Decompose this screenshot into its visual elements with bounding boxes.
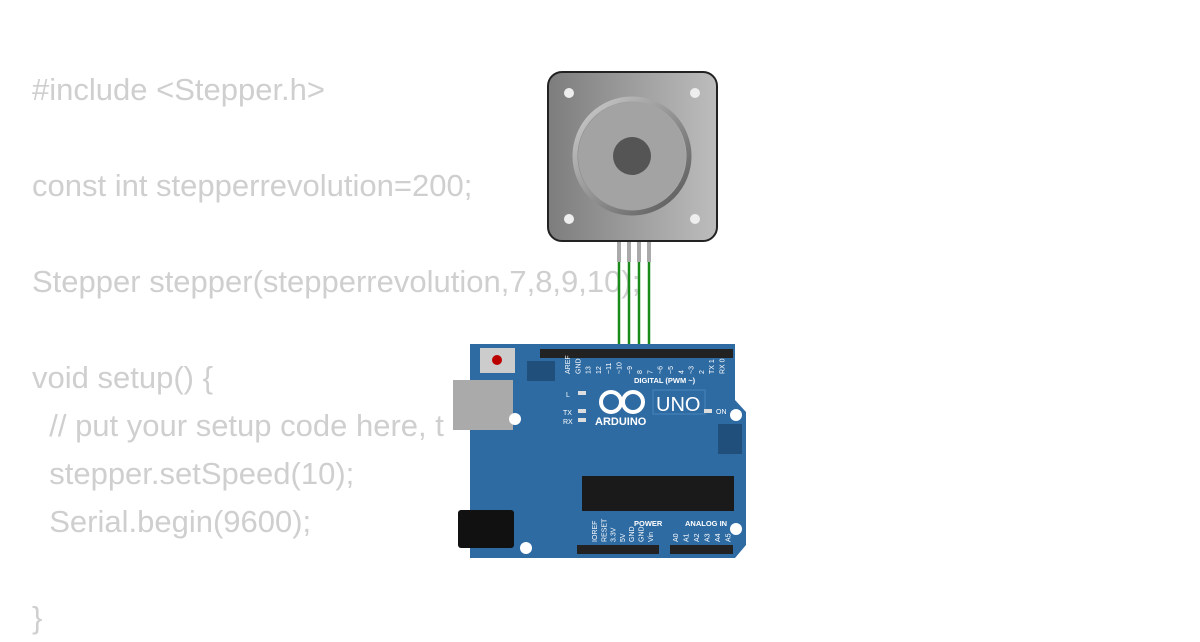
pin-label: IOREF: [592, 521, 599, 542]
board-model: UNO: [656, 394, 700, 416]
pin-label: 12: [596, 366, 603, 374]
pin-label: GND: [629, 526, 636, 542]
pin-label: A5: [726, 533, 733, 542]
board-brand: ARDUINO: [595, 416, 647, 428]
pin-label: Vin: [648, 532, 655, 542]
analog-header: [670, 545, 733, 554]
pin-label: A0: [673, 533, 680, 542]
microcontroller-chip: [582, 476, 734, 511]
stepper-motor[interactable]: [547, 71, 718, 262]
pin-label: ~3: [689, 366, 696, 374]
digital-label: DIGITAL (PWM ~): [634, 376, 696, 385]
pin-label: ~11: [606, 363, 613, 374]
analog-label: ANALOG IN: [685, 519, 727, 528]
pin-label: ~6: [658, 366, 665, 374]
wires: [617, 262, 654, 352]
power-label: POWER: [634, 519, 663, 528]
power-jack: [458, 510, 514, 548]
pin-label: ~10: [617, 362, 624, 374]
code-line: Stepper stepper(stepperrevolution,7,8,9,…: [32, 264, 641, 299]
arduino-logo-icon: [599, 390, 645, 414]
pin-label: AREF: [565, 355, 572, 374]
pin-label: TX 1: [709, 359, 716, 374]
pin-label: A2: [694, 533, 701, 542]
code-listing: #include <Stepper.h> const int stepperrev…: [32, 66, 640, 642]
pin-label: RESET: [601, 518, 608, 542]
pin-label: 3.3V: [611, 527, 618, 542]
code-line: #include <Stepper.h>: [32, 72, 326, 107]
led-label-tx: TX: [563, 410, 572, 417]
code-line: Serial.begin(9600);: [32, 504, 312, 539]
code-line: const int stepperrevolution=200;: [32, 168, 473, 203]
pin-label: ~9: [627, 366, 634, 374]
led-label-on: ON: [716, 409, 727, 416]
pin-label: A1: [684, 533, 691, 542]
code-line: }: [32, 600, 43, 635]
pin-label: 13: [586, 366, 593, 374]
pin-label: 7: [647, 370, 654, 374]
pin-label: 8: [637, 370, 644, 374]
led-label-rx: RX: [563, 419, 573, 426]
pin-label: RX 0: [720, 358, 727, 374]
pin-label: 2: [699, 370, 706, 374]
pin-label: 4: [678, 370, 685, 374]
pin-label: ~5: [668, 366, 675, 374]
pin-label: GND: [639, 526, 646, 542]
pin-label: A3: [705, 533, 712, 542]
code-line: // put your setup code here, t: [32, 408, 444, 443]
led-label-l: L: [566, 392, 570, 399]
power-header: [577, 545, 659, 554]
code-line: void setup() {: [32, 360, 213, 395]
pin-label: GND: [575, 358, 582, 374]
arduino-uno-board[interactable]: UNO ARDUINO DIGITAL (PWM ~) POWER ANALOG…: [453, 344, 746, 558]
code-line: stepper.setSpeed(10);: [32, 456, 355, 491]
pin-label: 5V: [620, 533, 627, 542]
digital-header: [540, 349, 733, 358]
wire[interactable]: [647, 262, 654, 352]
pin-label: A4: [715, 533, 722, 542]
